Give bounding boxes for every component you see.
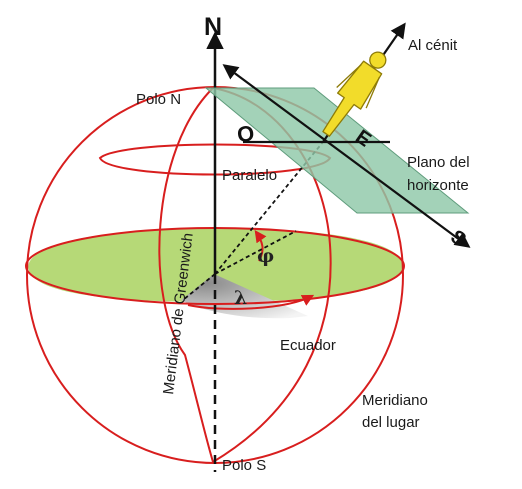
north-pole-label: Polo N [136, 91, 181, 108]
horizon-plane [204, 87, 470, 214]
longitude-wedge [181, 274, 308, 319]
horizon-plane-label-line2: horizonte [407, 177, 469, 194]
local-meridian-label-line1: Meridiano [362, 392, 428, 409]
zenith-label: Al cénit [408, 37, 458, 54]
equator-radius [214, 230, 297, 275]
west-label: O [235, 120, 255, 147]
parallel-label: Paralelo [222, 167, 277, 184]
local-meridian-label-line2: del lugar [362, 414, 420, 431]
equator-label: Ecuador [280, 337, 336, 354]
longitude-arc [187, 294, 315, 310]
north-label: N [204, 13, 222, 41]
greenwich-meridian-line [158, 87, 214, 463]
horizon-plane-label-line1: Plano del [407, 154, 470, 171]
latitude-symbol: φ [257, 245, 274, 267]
north-south-line [222, 64, 471, 248]
longitude-symbol: λ [234, 287, 247, 309]
south-label: S [446, 226, 470, 252]
south-pole-label: Polo S [222, 457, 266, 474]
